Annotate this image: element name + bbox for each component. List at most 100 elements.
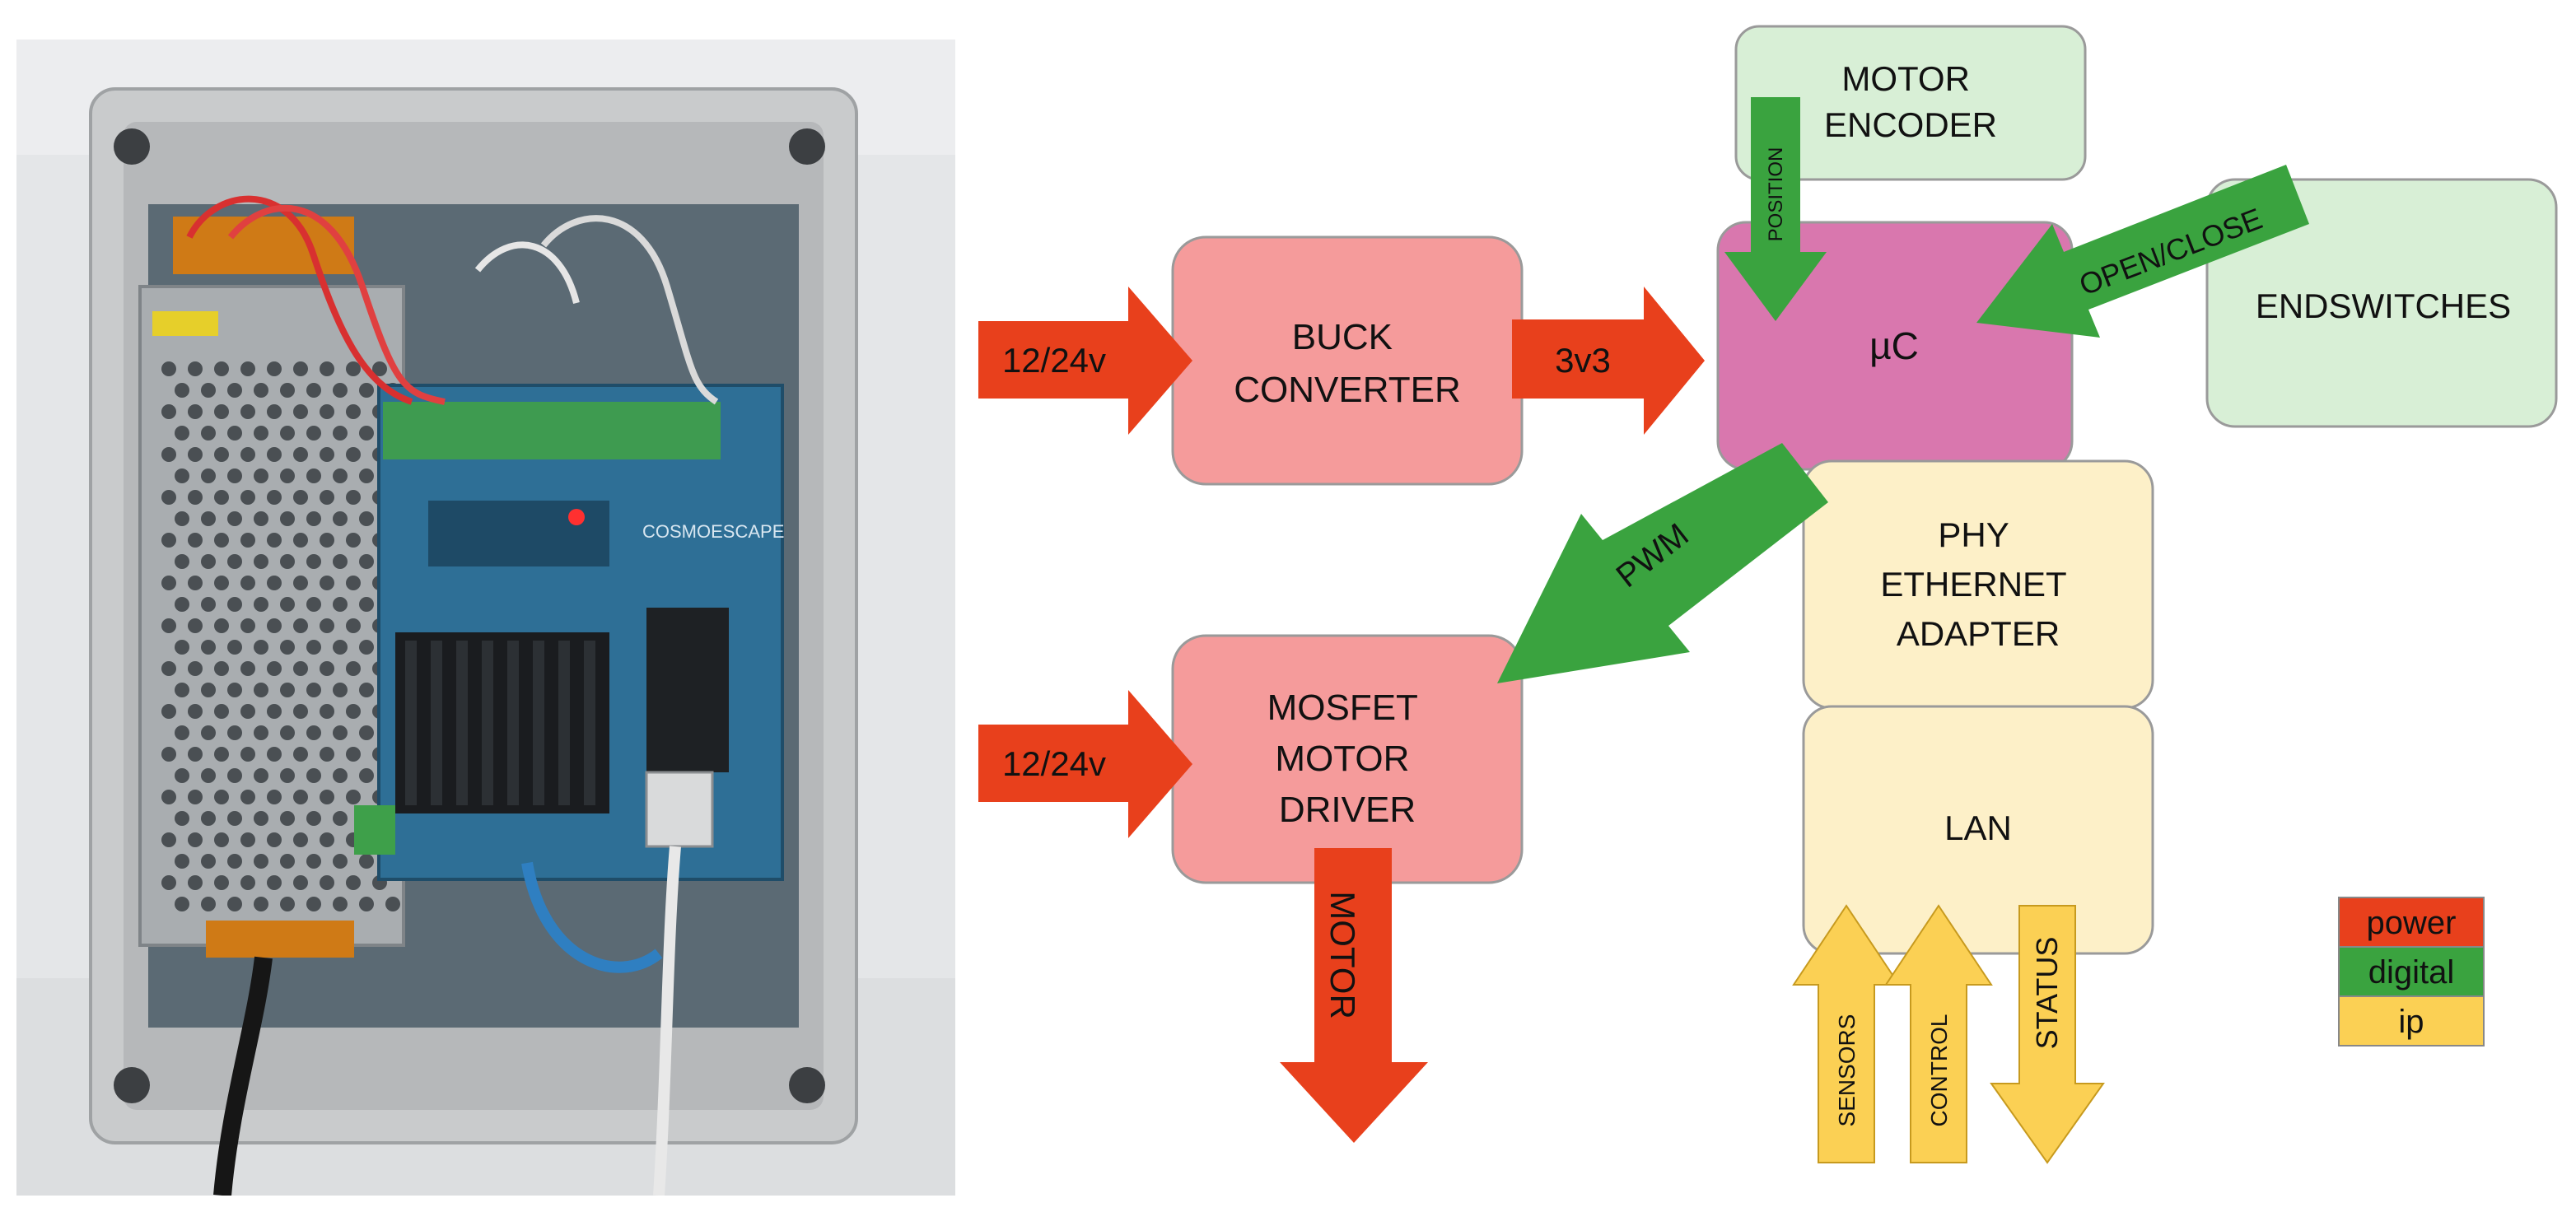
psu-vent-hole — [188, 361, 203, 376]
psu-vent-hole — [214, 875, 229, 890]
psu-vent-hole — [372, 361, 387, 376]
psu-vent-hole — [188, 661, 203, 676]
psu-vent-hole — [201, 554, 216, 569]
psu-vent-hole — [346, 404, 361, 419]
buck-label-line-1: BUCK — [1292, 317, 1393, 357]
psu-vent-hole — [359, 426, 374, 441]
psu-vent-hole — [214, 704, 229, 719]
psu-vent-hole — [346, 790, 361, 804]
psu-vent-hole — [359, 468, 374, 483]
pwm-arrow — [1497, 443, 1828, 683]
psu-vent-hole — [254, 768, 268, 783]
buck-converter-block — [1171, 235, 1524, 486]
psu-vent-hole — [280, 597, 295, 612]
legend-label-digital: digital — [2368, 954, 2455, 991]
psu-vent-hole — [359, 897, 374, 911]
psu-vent-hole — [293, 661, 308, 676]
psu-vent-hole — [201, 683, 216, 697]
psu-vent-hole — [240, 747, 255, 762]
psu-vent-hole — [346, 747, 361, 762]
psu-vent-hole — [254, 725, 268, 740]
psu-vent-hole — [359, 768, 374, 783]
psu-vent-hole — [293, 490, 308, 505]
psu-vent-hole — [175, 854, 189, 869]
psu-vent-hole — [293, 832, 308, 847]
buck-label-line-2: CONVERTER — [1234, 370, 1460, 410]
microcontroller-module — [646, 608, 729, 772]
psu-vent-hole — [227, 597, 242, 612]
psu-vent-hole — [346, 661, 361, 676]
psu-vent-hole — [227, 854, 242, 869]
psu-vent-hole — [346, 361, 361, 376]
psu-vent-hole — [175, 897, 189, 911]
motor-encoder-label: MOTOR ENCODER — [1824, 59, 1997, 144]
heatsink-fin — [584, 641, 595, 805]
heatsink-fin — [507, 641, 519, 805]
psu-vent-hole — [280, 640, 295, 655]
status-label: STATUS — [2030, 937, 2064, 1050]
psu-vent-hole — [306, 554, 321, 569]
psu-vent-hole — [280, 468, 295, 483]
psu-vent-hole — [188, 533, 203, 548]
psu-vent-hole — [227, 383, 242, 398]
psu-vent-hole — [227, 426, 242, 441]
psu-vent-hole — [306, 511, 321, 526]
psu-vent-hole — [175, 426, 189, 441]
psu-vent-hole — [333, 383, 348, 398]
psu-vent-hole — [359, 511, 374, 526]
psu-vent-hole — [175, 511, 189, 526]
psu-vent-hole — [161, 618, 176, 633]
psu-vent-hole — [254, 554, 268, 569]
psu-vent-hole — [346, 447, 361, 462]
psu-vent-hole — [254, 383, 268, 398]
psu-vent-hole — [175, 811, 189, 826]
psu-vent-hole — [359, 683, 374, 697]
psu-vent-hole — [175, 468, 189, 483]
psu-vent-hole — [320, 618, 334, 633]
psu-vent-hole — [346, 576, 361, 590]
status-arrow — [1990, 905, 2105, 1164]
side-terminal — [354, 805, 395, 855]
psu-vent-hole — [240, 404, 255, 419]
psu-vent-hole — [188, 704, 203, 719]
legend-label-ip: ip — [2398, 1004, 2424, 1040]
psu-vent-hole — [359, 554, 374, 569]
psu-vent-hole — [227, 725, 242, 740]
power-input-arrow-buck — [978, 287, 1192, 435]
ethernet-jack — [645, 771, 714, 848]
psu-vent-hole — [214, 490, 229, 505]
psu-vent-hole — [267, 576, 282, 590]
psu-vent-hole — [161, 875, 176, 890]
psu-vent-hole — [254, 597, 268, 612]
phy-label: PHY ETHERNET ADAPTER — [1880, 515, 2075, 653]
mcu-label-line-1: µC — [1869, 324, 1919, 367]
psu-vent-hole — [306, 640, 321, 655]
psu-vent-hole — [293, 576, 308, 590]
psu-vent-hole — [188, 618, 203, 633]
psu-vent-hole — [280, 554, 295, 569]
psu-vent-hole — [333, 854, 348, 869]
psu-vent-hole — [320, 790, 334, 804]
psu-vent-hole — [161, 704, 176, 719]
legend-label-power: power — [2367, 905, 2457, 941]
psu-vent-hole — [214, 661, 229, 676]
mounting-holes — [114, 128, 825, 1103]
motor-output-label: MOTOR — [1323, 891, 1362, 1019]
motor-output-arrow — [1280, 848, 1428, 1143]
psu-vent-hole — [293, 404, 308, 419]
psu-vent-hole — [293, 704, 308, 719]
endswitches-block — [2205, 178, 2558, 428]
psu-vent-hole — [306, 811, 321, 826]
heatsink-fin — [431, 641, 442, 805]
psu-vent-hole — [227, 511, 242, 526]
psu-vent-hole — [359, 854, 374, 869]
psu-vent-hole — [267, 618, 282, 633]
psu-vent-hole — [320, 404, 334, 419]
sensors-label: SENSORS — [1834, 1014, 1860, 1127]
psu-vent-hole — [227, 897, 242, 911]
psu-vent-hole — [227, 768, 242, 783]
psu-vent-hole — [227, 468, 242, 483]
psu-vent-hole — [293, 618, 308, 633]
mcu-label: µC — [1869, 324, 1919, 367]
psu-vent-hole — [346, 704, 361, 719]
